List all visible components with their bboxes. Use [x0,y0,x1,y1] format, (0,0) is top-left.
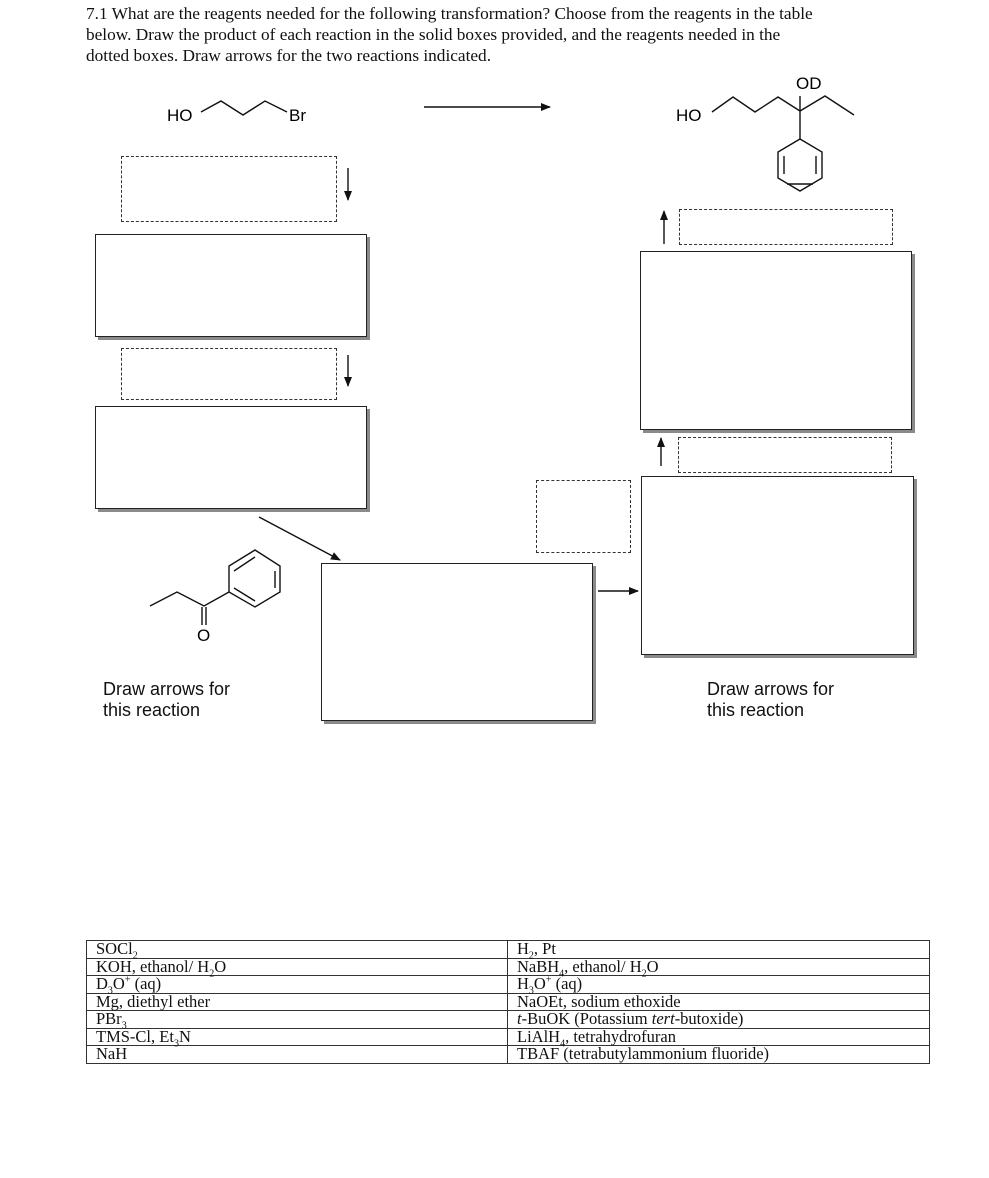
reagent-cell: KOH, ethanol/ H2O [86,957,508,978]
product-box-1[interactable] [95,234,367,337]
table-row: Mg, diethyl ether NaOEt, sodium ethoxide [86,992,930,1011]
table-row: SOCl2 H2, Pt [86,940,930,961]
reagent-cell: D3O+ (aq) [86,975,508,996]
reagent-cell: t-BuOK (Potassium tert-butoxide) [507,1010,930,1029]
product-od-label: OD [796,74,822,93]
table-row: KOH, ethanol/ H2O NaBH4, ethanol/ H2O [86,957,930,978]
reagent-cell: NaH [86,1045,508,1064]
note-draw-arrows-right: Draw arrows for this reaction [707,679,834,721]
reagent-box-5[interactable] [679,209,893,245]
target-product [711,95,855,192]
reagent-cell: H3O+ (aq) [507,975,930,996]
reagent-cell: NaBH4, ethanol/ H2O [507,957,930,978]
note-draw-arrows-left: Draw arrows for this reaction [103,679,230,721]
question-text: 7.1 What are the reagents needed for the… [86,3,946,66]
question-line-3: dotted boxes. Draw arrows for the two re… [86,46,492,65]
reagent-table: SOCl2 H2, Pt KOH, ethanol/ H2O NaBH4, et… [86,940,930,1064]
table-row: TMS-Cl, Et3N LiAlH4, tetrahydrofuran [86,1027,930,1048]
reagent-cell: LiAlH4, tetrahydrofuran [507,1027,930,1048]
product-ho-label: HO [676,106,702,125]
reagent-cell: TBAF (tetrabutylammonium fluoride) [507,1045,930,1064]
reagent-box-4[interactable] [678,437,892,473]
starting-material [200,100,288,116]
note-right-line-1: Draw arrows for [707,679,835,699]
table-row: NaH TBAF (tetrabutylammonium fluoride) [86,1045,930,1064]
note-left-line-1: Draw arrows for [103,679,231,699]
ketone-reagent [149,549,281,625]
product-box-3[interactable] [321,563,593,721]
ketone-o-label: O [197,626,210,645]
reaction-scheme: HO Br HO OD O [149,74,855,645]
reagent-cell: PBr3 [86,1010,508,1031]
product-box-5[interactable] [640,251,912,430]
product-box-4[interactable] [641,476,914,655]
question-line-1: 7.1 What are the reagents needed for the… [86,4,813,23]
reagent-box-1[interactable] [121,156,337,222]
note-left-line-2: this reaction [103,700,201,720]
note-right-line-2: this reaction [707,700,805,720]
start-br-label: Br [289,106,306,125]
table-row: PBr3 t-BuOK (Potassium tert-butoxide) [86,1010,930,1031]
question-line-2: below. Draw the product of each reaction… [86,25,781,44]
reagent-cell: TMS-Cl, Et3N [86,1027,508,1048]
reagent-cell: NaOEt, sodium ethoxide [507,992,930,1011]
reagent-box-2[interactable] [121,348,337,400]
step-arrow-3 [258,516,341,561]
reagent-cell: Mg, diethyl ether [86,992,508,1011]
reagent-cell: H2, Pt [507,940,930,961]
product-box-2[interactable] [95,406,367,509]
reagent-cell: SOCl2 [86,940,508,961]
reagent-box-3[interactable] [536,480,631,553]
start-ho-label: HO [167,106,193,125]
table-row: D3O+ (aq) H3O+ (aq) [86,975,930,996]
